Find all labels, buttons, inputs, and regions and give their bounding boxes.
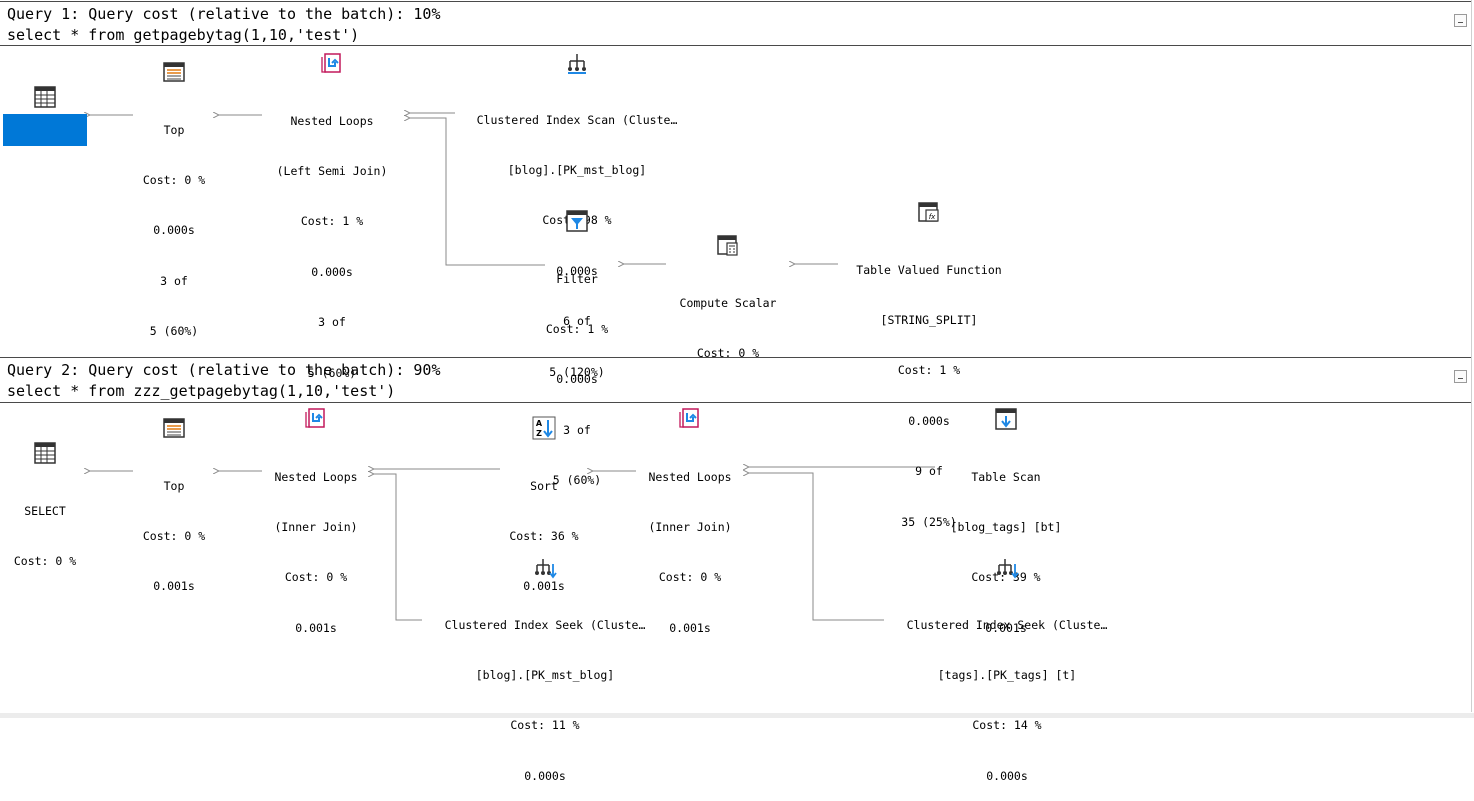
query1-header: Query 1: Query cost (relative to the bat… (0, 1, 1471, 46)
horizontal-scrollbar[interactable] (0, 713, 1474, 718)
select-operator[interactable]: SELECT Cost: 0 % (13, 147, 77, 212)
top-icon[interactable] (162, 60, 186, 84)
top-operator[interactable]: Top Cost: 0 % 0.000s 3 of 5 (60%) (142, 122, 206, 339)
table-scan-operator[interactable]: Table Scan [blog_tags] [bt] Cost: 39 % 0… (950, 469, 1062, 635)
table-scan-icon[interactable] (994, 407, 1018, 431)
table-valued-function-operator[interactable]: Table Valued Function [STRING_SPLIT] Cos… (856, 262, 1002, 529)
query2-header: Query 2: Query cost (relative to the bat… (0, 357, 1471, 403)
clustered-index-scan-operator[interactable]: Clustered Index Scan (Cluste… [blog].[PK… (476, 112, 678, 379)
nested-loops-operator-2[interactable]: Nested Loops (Inner Join) Cost: 0 % 0.00… (648, 469, 732, 635)
select-icon[interactable] (33, 441, 57, 465)
nested-loops-icon[interactable] (678, 407, 702, 431)
clustered-index-seek-icon[interactable] (995, 556, 1019, 580)
select-icon[interactable] (33, 85, 57, 109)
clustered-index-scan-icon[interactable] (565, 51, 589, 75)
query1-sql: select * from getpagebytag(1,10,'test') (7, 26, 360, 44)
sort-operator[interactable]: Sort Cost: 36 % 0.001s (509, 478, 579, 594)
collapse-icon[interactable] (1454, 14, 1467, 27)
compute-scalar-icon[interactable] (716, 233, 740, 257)
top-icon[interactable] (162, 416, 186, 440)
clustered-index-seek-operator-2[interactable]: Clustered Index Seek (Cluste… [tags].[PK… (906, 617, 1108, 783)
nested-loops-icon[interactable] (320, 52, 344, 76)
query2-sql: select * from zzz_getpagebytag(1,10,'tes… (7, 382, 396, 400)
filter-operator[interactable]: Filter Cost: 1 % 0.000s 3 of 5 (60%) (545, 271, 609, 488)
vertical-divider (1471, 0, 1472, 712)
nested-loops-icon[interactable] (304, 407, 328, 431)
clustered-index-seek-icon[interactable] (533, 556, 557, 580)
query1-title: Query 1: Query cost (relative to the bat… (7, 5, 441, 23)
nested-loops-operator-1[interactable]: Nested Loops (Inner Join) Cost: 0 % 0.00… (274, 469, 358, 635)
link-seek2-nested2 (748, 473, 884, 621)
filter-icon[interactable] (565, 209, 589, 233)
svg-text:Z: Z (536, 429, 542, 438)
nested-loops-operator[interactable]: Nested Loops (Left Semi Join) Cost: 1 % … (276, 113, 388, 380)
select-operator-2[interactable]: SELECT Cost: 0 % (13, 503, 77, 568)
query2-title: Query 2: Query cost (relative to the bat… (7, 361, 441, 379)
collapse-icon[interactable] (1454, 370, 1467, 383)
plan-connectors (0, 0, 935, 621)
svg-text:A: A (536, 419, 543, 428)
link-filter-nested (409, 118, 545, 266)
compute-scalar-operator[interactable]: Compute Scalar Cost: 0 % (679, 295, 777, 360)
top-operator-2[interactable]: Top Cost: 0 % 0.001s (142, 478, 206, 594)
svg-text:fx: fx (929, 213, 936, 221)
sort-icon[interactable]: A Z (532, 416, 556, 440)
select-selection-highlight (3, 114, 87, 146)
link-seek1-nested1 (373, 474, 422, 621)
clustered-index-seek-operator-1[interactable]: Clustered Index Seek (Cluste… [blog].[PK… (444, 617, 646, 783)
table-valued-function-icon[interactable]: fx (917, 200, 941, 224)
